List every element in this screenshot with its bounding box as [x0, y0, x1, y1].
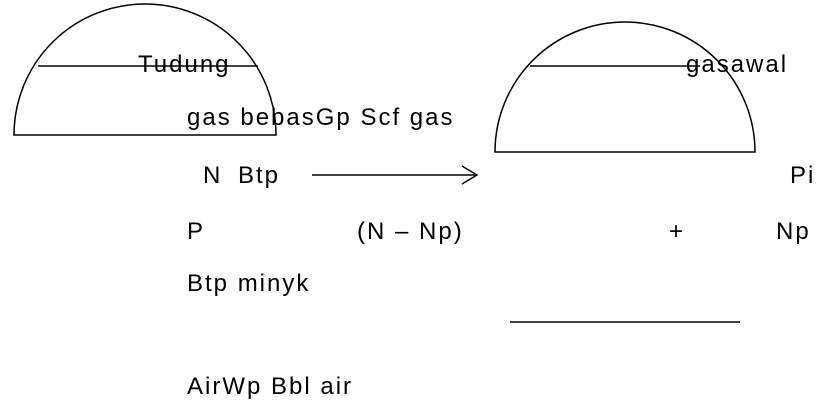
label-plus: +: [669, 218, 686, 245]
left-reservoir-dome: [13, 3, 277, 136]
label-gasawal: gasawal: [686, 51, 789, 78]
label-pi: Pi: [790, 162, 816, 189]
label-p: P: [187, 218, 206, 245]
label-n-minus-np: (N – Np): [357, 218, 464, 245]
label-air: AirWp Bbl air: [187, 373, 354, 400]
label-btp: Btp: [238, 162, 281, 189]
label-np: Np: [776, 218, 811, 245]
label-tudung: Tudung: [138, 51, 231, 78]
label-btp-minyk: Btp minyk: [187, 270, 311, 297]
right-reservoir-dome: [494, 21, 756, 153]
label-n: N: [203, 162, 223, 189]
process-arrow-head: [461, 165, 479, 185]
label-gas-bebas: gas bebasGp Scf gas: [187, 104, 455, 131]
